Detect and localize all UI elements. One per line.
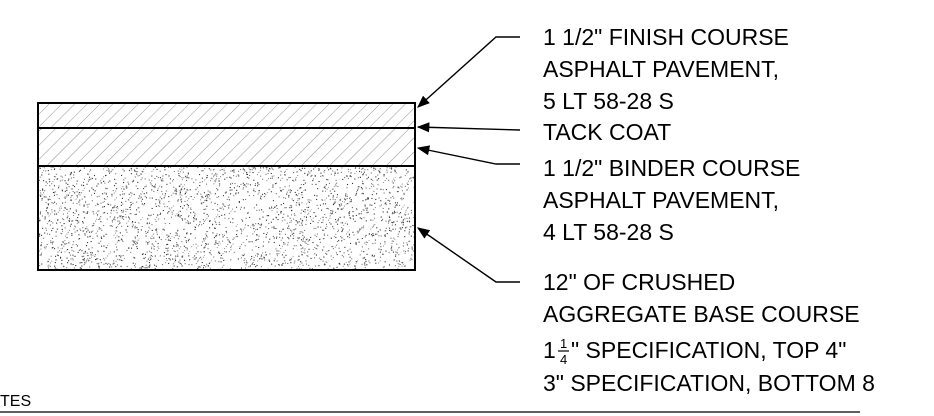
tack-coat-callout: TACK COAT <box>543 119 671 145</box>
finish-course-callout: 1 1/2" FINISH COURSE ASPHALT PAVEMENT, 5… <box>543 24 789 114</box>
specification-line-2: 3" SPECIFICATION, BOTTOM 8 <box>543 370 875 396</box>
notes-label: TES <box>0 393 31 410</box>
binder-course-callout: 1 1/2" BINDER COURSE ASPHALT PAVEMENT, 4… <box>543 155 800 245</box>
binder-course-line-1: 1 1/2" BINDER COURSE <box>543 155 800 181</box>
aggregate-base-line-2: AGGREGATE BASE COURSE <box>543 301 860 327</box>
binder-course-layer <box>37 127 416 167</box>
aggregate-base-line-1: 12" OF CRUSHED <box>543 269 735 295</box>
finish-course-leader <box>417 36 520 108</box>
tack-coat-line-1: TACK COAT <box>543 119 671 145</box>
aggregate-base-callout: 12" OF CRUSHED AGGREGATE BASE COURSE <box>543 269 860 327</box>
spec-fraction-numerator: 1 <box>560 336 567 351</box>
finish-course-line-3: 5 LT 58-28 S <box>543 88 674 114</box>
leader-lines <box>416 36 521 283</box>
binder-course-line-2: ASPHALT PAVEMENT, <box>543 187 779 213</box>
binder-course-leader <box>416 145 520 165</box>
aggregate-base-leader <box>416 227 520 283</box>
spec-line-1-rest: " SPECIFICATION, TOP 4" <box>571 337 846 363</box>
specification-line-1: 1 1 4 " SPECIFICATION, TOP 4" <box>543 336 846 367</box>
spec-fraction-denominator: 4 <box>560 352 567 367</box>
tack-coat-leader <box>416 122 521 133</box>
spec-line-1-whole: 1 <box>543 337 556 363</box>
binder-course-line-3: 4 LT 58-28 S <box>543 219 674 245</box>
finish-course-line-2: ASPHALT PAVEMENT, <box>543 56 779 82</box>
finish-course-line-1: 1 1/2" FINISH COURSE <box>543 24 789 50</box>
finish-course-layer <box>37 102 416 129</box>
aggregate-base-layer <box>37 165 416 271</box>
